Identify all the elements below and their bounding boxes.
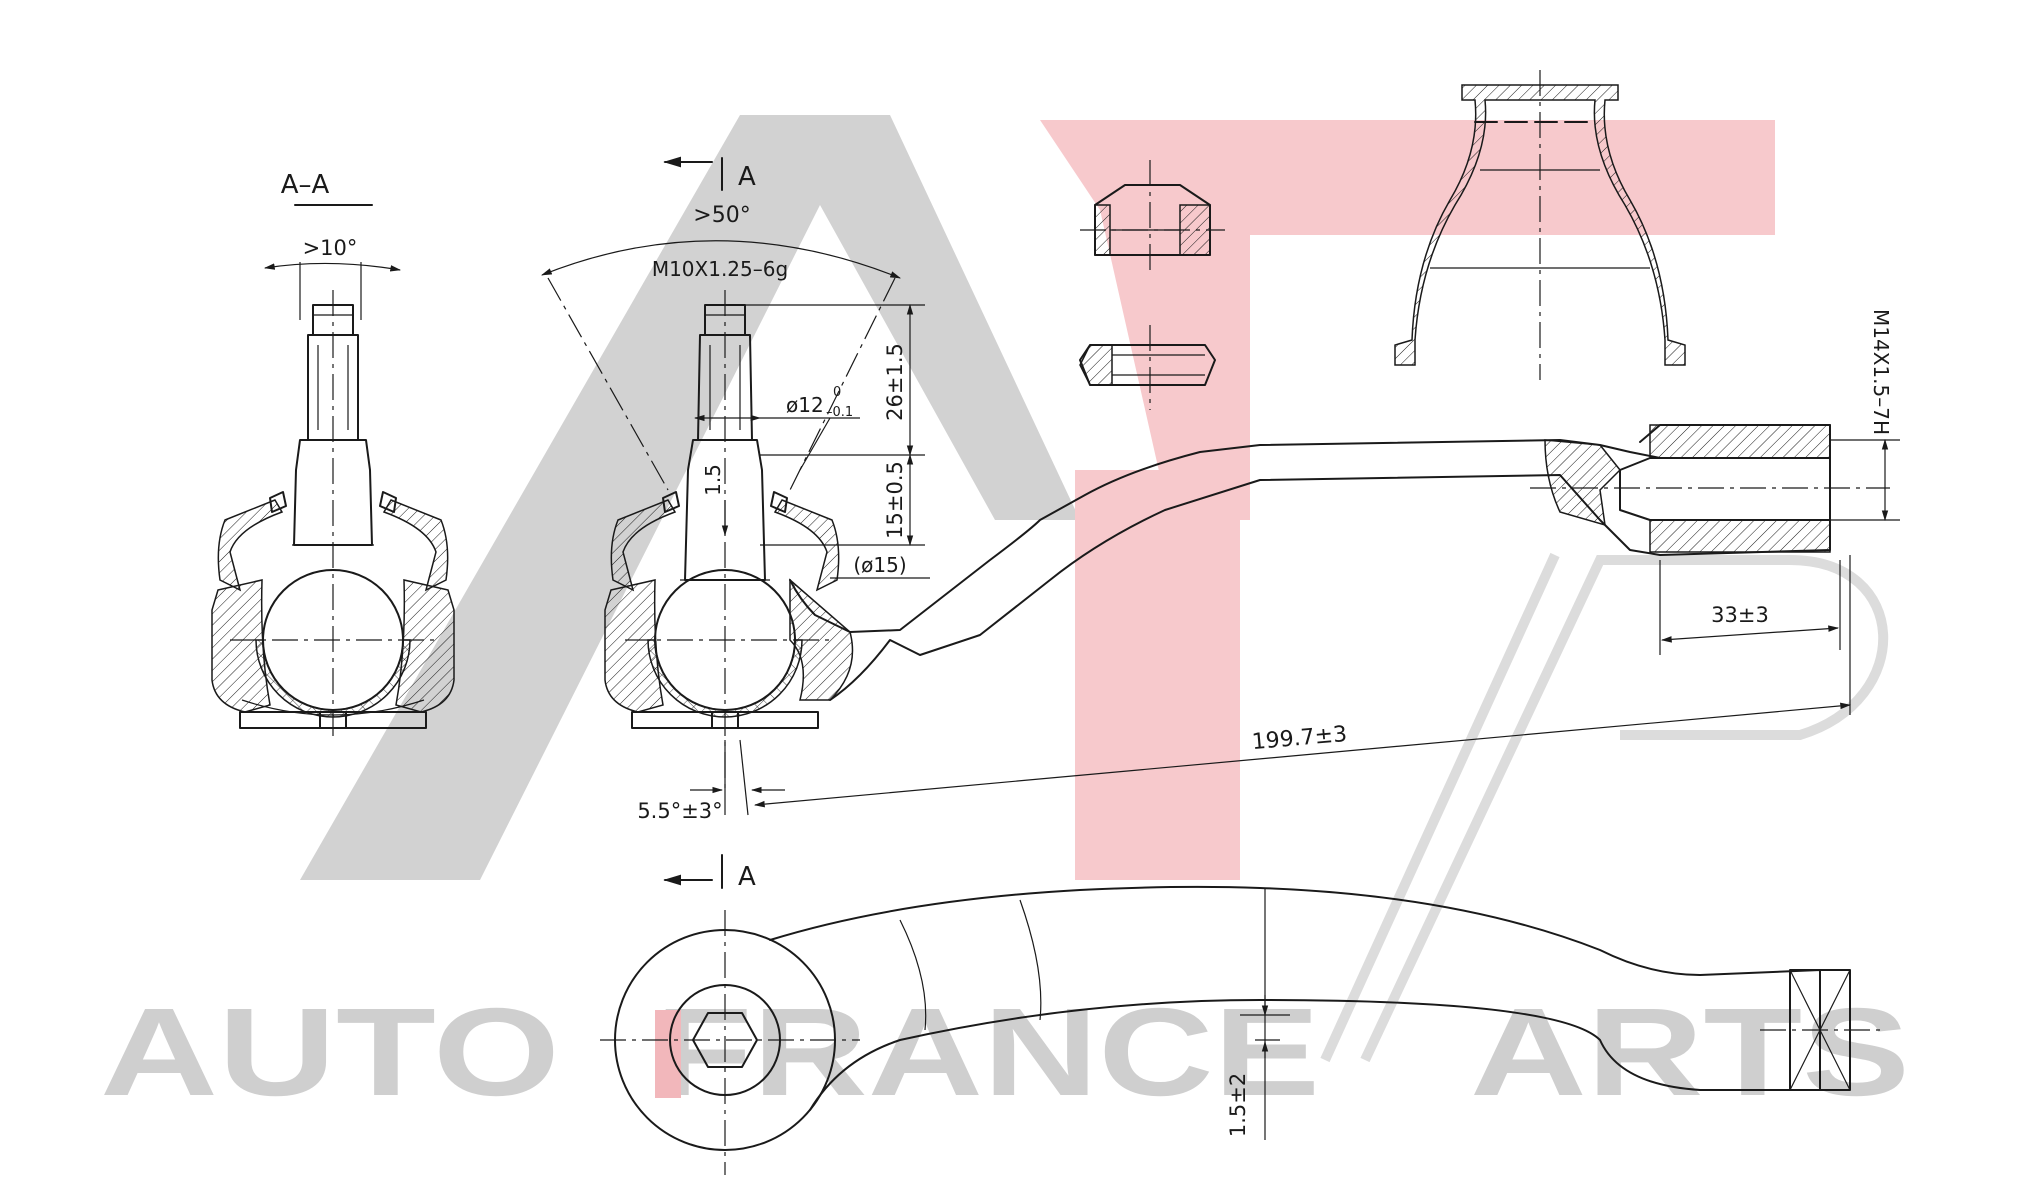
height-15-label: 15±0.5: [883, 461, 907, 539]
offset-label: 1.5±2: [1226, 1073, 1250, 1137]
section-marker-bottom: A: [738, 862, 756, 892]
thread-depth-label: 33±3: [1711, 603, 1769, 627]
angle-50-label: >50°: [693, 203, 750, 228]
watermark-word-arts: ARTS: [1470, 983, 1910, 1122]
angle-10-label: >10°: [303, 236, 358, 260]
watermark-red-band-lower: [1075, 470, 1240, 880]
main-side-view: A >50° M10X1.25–6g ø12 0 –0.1 26±1.5 15±…: [540, 156, 1900, 823]
ball-diameter-label: (ø15): [853, 553, 906, 577]
tilt-angle-label: 5.5°±3°: [637, 799, 722, 823]
plan-view: A 1.5±2: [600, 854, 1880, 1175]
nut-views: [1079, 160, 1225, 410]
watermark-red-band: [1040, 120, 1775, 520]
section-view-a-a: A–A >10°: [211, 170, 455, 740]
watermark-letter-a: [300, 115, 1080, 880]
watermark-word-france: FRANCE: [655, 983, 1320, 1122]
stud-diameter-tol-upper: 0: [833, 385, 841, 400]
watermark-word-auto: AUTO: [100, 983, 560, 1122]
section-marker-top: A: [738, 162, 756, 192]
stud-length-label: 26±1.5: [883, 343, 907, 421]
stud-diameter-tol-lower: –0.1: [826, 405, 853, 420]
section-title: A–A: [281, 170, 330, 200]
stud-diameter-label: ø12: [786, 393, 824, 417]
boot-dim-label: 1.5: [701, 464, 725, 496]
overall-length-label: 199.7±3: [1251, 722, 1348, 755]
boot-view: [1394, 70, 1686, 380]
inner-thread-label: M14X1.5–7H: [1869, 309, 1893, 435]
thread-spec-label: M10X1.25–6g: [652, 257, 788, 281]
watermark: AUTO FRANCE ARTS: [100, 115, 1910, 1122]
